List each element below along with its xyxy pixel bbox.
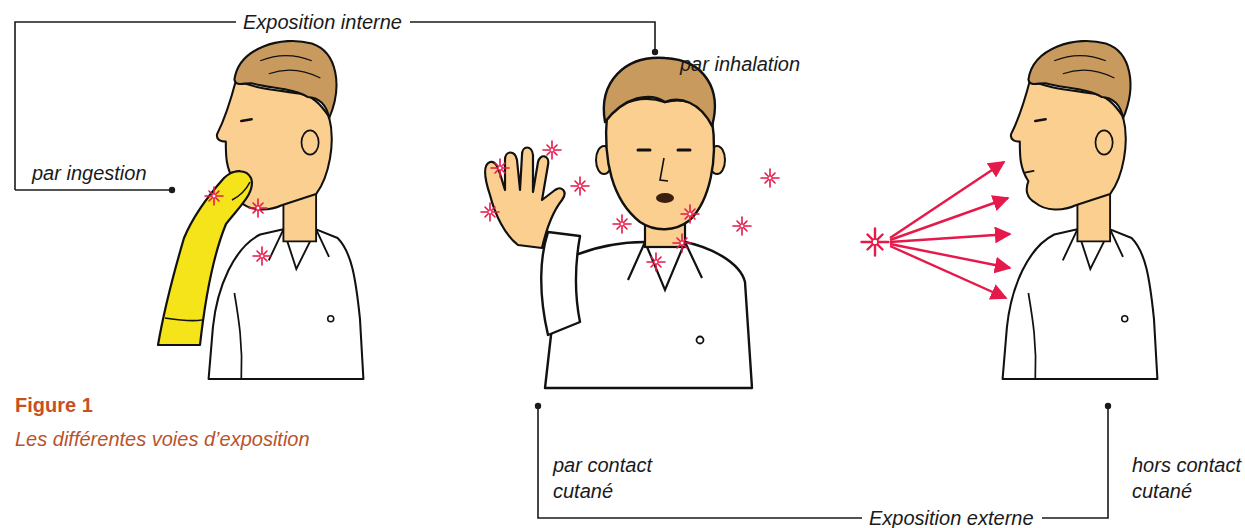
raised-hand <box>485 148 564 249</box>
route-label: par ingestion <box>32 160 147 186</box>
radiation-source <box>862 229 889 256</box>
radiation-rays <box>890 162 1010 298</box>
particle <box>862 229 889 256</box>
particle <box>761 169 779 187</box>
particle <box>205 187 223 205</box>
eyes <box>638 149 690 152</box>
glove-detail <box>165 182 250 321</box>
worker-external <box>1003 41 1158 379</box>
head <box>606 99 714 229</box>
particle <box>543 141 561 159</box>
particle <box>681 205 699 223</box>
particle <box>253 247 271 265</box>
ray-arrow <box>890 246 1006 298</box>
ray-arrow <box>890 198 1008 240</box>
coat-collar <box>628 242 702 290</box>
particle <box>733 217 751 235</box>
particle <box>481 203 499 221</box>
figure-number: Figure 1 <box>15 392 93 418</box>
route-label: par inhalation <box>680 51 800 77</box>
leader-dot <box>652 49 658 55</box>
nose <box>660 158 668 181</box>
particle <box>613 215 631 233</box>
particle <box>647 253 665 271</box>
ray-arrow <box>890 244 1010 268</box>
ray-arrow <box>890 162 1004 238</box>
particle <box>571 177 589 195</box>
particle <box>673 234 691 252</box>
route-label: par contact cutané <box>553 452 675 504</box>
particle <box>249 199 267 217</box>
coat-button <box>697 337 704 344</box>
coat-sleeve <box>541 232 580 335</box>
route-label: hors contact cutané <box>1132 452 1244 504</box>
yellow-glove <box>158 171 252 345</box>
figure-caption: Les différentes voies d’exposition <box>15 426 310 452</box>
worker-contact <box>485 58 752 388</box>
group-label: Exposition externe <box>869 505 1034 528</box>
leader-line <box>15 189 170 191</box>
group-label: Exposition interne <box>243 9 402 35</box>
mouth <box>656 193 674 203</box>
ray-arrow <box>890 234 1010 242</box>
leader-dot <box>1105 403 1111 409</box>
leader-dot <box>535 403 541 409</box>
particle <box>491 159 509 177</box>
bracket-line <box>538 408 1108 518</box>
bracket-line <box>15 22 655 190</box>
leader-dot <box>169 187 175 193</box>
